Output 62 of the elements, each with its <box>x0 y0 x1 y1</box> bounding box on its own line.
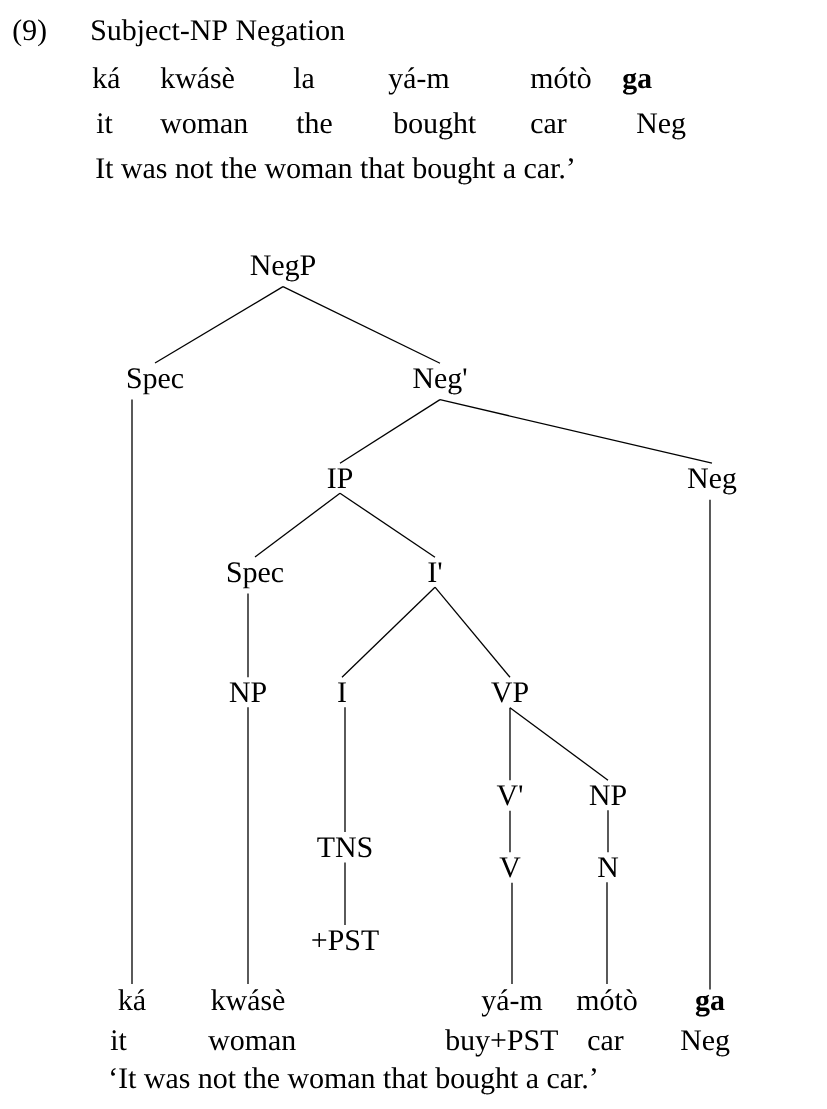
branch-line <box>254 492 341 558</box>
gloss-word: buy+PST <box>445 1029 558 1057</box>
tree-label: IP <box>327 468 353 488</box>
tree-label: I <box>338 682 346 702</box>
tree-label: Spec <box>127 368 184 395</box>
gloss-word: ká <box>92 67 120 89</box>
tree-label: Neg <box>687 468 737 495</box>
branch-line <box>509 707 609 781</box>
branch-line <box>247 592 249 678</box>
branch-line <box>509 707 511 781</box>
branch-line <box>154 286 284 364</box>
translation: It was not the woman that bought a car.’ <box>96 157 573 185</box>
gloss-word: kwásè <box>160 67 234 89</box>
gloss-word: it <box>110 1030 127 1051</box>
gloss-word: Neg <box>681 1030 730 1057</box>
tree-label: V <box>499 857 521 878</box>
heading: Subject-NP Negation <box>92 19 345 47</box>
gloss-word: bought <box>393 112 477 140</box>
tree-label: TNS <box>317 837 372 858</box>
tree-label: NP <box>229 682 266 702</box>
tree-label: NP <box>589 785 626 805</box>
gloss-word: mótò <box>530 67 591 89</box>
tree-label: yá-m <box>481 989 543 1017</box>
branch-line <box>339 492 436 558</box>
branch-line <box>434 586 511 678</box>
branch-line <box>511 882 513 985</box>
branch-line <box>607 809 609 853</box>
gloss-word: the <box>296 112 332 134</box>
gloss-word: woman <box>208 1035 296 1051</box>
tree-label: ga <box>695 994 725 1017</box>
tree-label: Spec <box>227 562 284 589</box>
tree-label: mótò <box>576 989 637 1011</box>
tree-label: N <box>598 857 619 877</box>
tree-label: VP <box>491 682 528 703</box>
translation: ‘It was not the woman that bought a car.’ <box>111 1067 596 1095</box>
branch-line <box>606 881 608 985</box>
gloss-word: Neg <box>637 113 686 140</box>
gloss-word: car <box>531 118 567 134</box>
branch-line <box>341 586 436 678</box>
branch-line <box>709 499 711 991</box>
gloss-word: ga <box>623 72 652 95</box>
tree-label: kwásè <box>211 989 285 1011</box>
gloss-word: yá-m <box>388 67 450 95</box>
branch-line <box>509 810 511 853</box>
tree-label: NegP <box>250 255 315 282</box>
tree-label: +PST <box>312 930 379 951</box>
tree-label: V' <box>496 785 523 806</box>
tree-label: Neg' <box>413 368 467 395</box>
gloss-word: car <box>588 1035 624 1051</box>
branch-line <box>131 398 133 985</box>
branch-line <box>439 399 713 464</box>
branch-line <box>282 286 441 364</box>
gloss-word: woman <box>160 118 248 134</box>
branch-line <box>339 399 441 464</box>
gloss-word: it <box>96 113 113 134</box>
branch-line <box>247 706 249 985</box>
branch-line <box>344 861 346 926</box>
example-number: (9) <box>13 19 46 47</box>
gloss-word: la <box>293 67 315 89</box>
tree-label: ká <box>118 989 146 1011</box>
branch-line <box>344 706 346 833</box>
tree-label: I' <box>428 562 442 582</box>
